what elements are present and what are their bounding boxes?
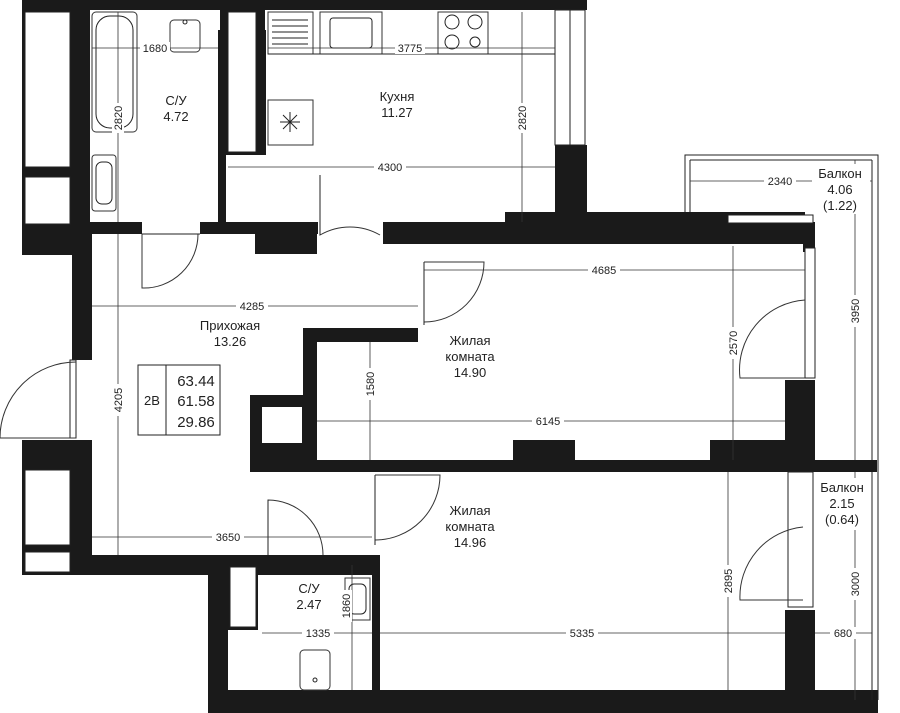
dim-6145: 6145	[536, 416, 560, 428]
bath1-name: С/У	[165, 93, 187, 108]
summary-labels: 2В 63.44 61.58 29.86	[144, 373, 215, 431]
balcony1-coef: (1.22)	[823, 198, 857, 213]
balcony-1	[684, 154, 879, 460]
dim-2340: 2340	[768, 176, 792, 188]
total-area: 63.44	[177, 373, 215, 390]
balcony1-area: 4.06	[827, 182, 852, 197]
dim-4205: 4205	[113, 388, 125, 412]
balcony-2	[739, 460, 879, 700]
dim-3650: 3650	[216, 532, 240, 544]
bath1-area: 4.72	[163, 109, 188, 124]
dim-3775: 3775	[398, 43, 422, 55]
room-labels: С/У 4.72 Кухня 11.27 Прихожая 13.26 Жила…	[162, 89, 870, 612]
dim-1680: 1680	[143, 43, 167, 55]
apartment-type: 2В	[144, 393, 160, 408]
interior-doors	[141, 175, 485, 556]
dim-2820-kitchen: 2820	[517, 106, 529, 130]
total-area-no-balcony: 61.58	[177, 393, 215, 410]
dim-4685: 4685	[592, 265, 616, 277]
dim-4285: 4285	[240, 301, 264, 313]
dimension-labels: 1680 2820 3775 2820 4300 2340 3950 4685 …	[112, 42, 862, 640]
living-area: 29.86	[177, 414, 215, 431]
kitchen-fixtures	[267, 11, 555, 146]
hall-area: 13.26	[214, 334, 247, 349]
balcony2-coef: (0.64)	[825, 512, 859, 527]
living2-name-2: комната	[445, 519, 495, 534]
kitchen-area: 11.27	[381, 105, 413, 120]
dim-1335: 1335	[306, 628, 330, 640]
dim-2820-bath: 2820	[113, 106, 125, 130]
balcony1-name: Балкон	[818, 166, 862, 181]
kitchen-window	[554, 9, 586, 146]
dim-680: 680	[834, 628, 852, 640]
summary-box	[137, 364, 221, 436]
dim-1580: 1580	[365, 372, 377, 396]
living2-area: 14.96	[454, 535, 487, 550]
living1-area: 14.90	[454, 365, 487, 380]
dim-2895: 2895	[723, 569, 735, 593]
walls	[22, 0, 878, 713]
hall-name: Прихожая	[200, 318, 260, 333]
dim-3000: 3000	[850, 572, 862, 596]
living2-name-1: Жилая	[449, 503, 490, 518]
balcony2-area: 2.15	[829, 496, 854, 511]
bath2-area: 2.47	[296, 597, 321, 612]
kitchen-name: Кухня	[380, 89, 415, 104]
dim-1860: 1860	[341, 594, 353, 618]
dim-5335: 5335	[570, 628, 594, 640]
dim-2570: 2570	[728, 331, 740, 355]
bath2-name: С/У	[298, 581, 320, 596]
left-windows	[24, 11, 257, 628]
dim-4300: 4300	[378, 162, 402, 174]
living1-name-2: комната	[445, 349, 495, 364]
entrance-door	[0, 359, 77, 439]
bath1-fixtures	[91, 11, 201, 212]
balcony2-name: Балкон	[820, 480, 864, 495]
dim-3950: 3950	[850, 299, 862, 323]
living1-name-1: Жилая	[449, 333, 490, 348]
